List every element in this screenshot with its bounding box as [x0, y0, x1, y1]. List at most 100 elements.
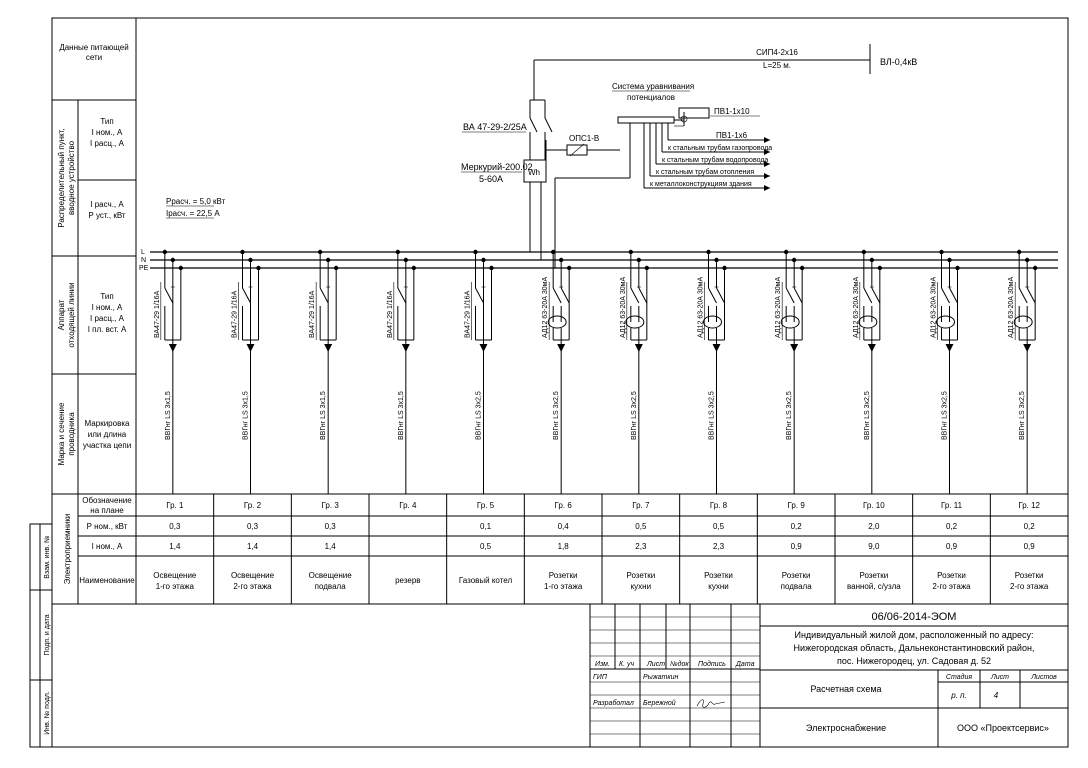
signature — [696, 699, 726, 708]
consumer-row-label: Обозначение — [82, 496, 132, 505]
left-table: Данные питающей сети Распределительный п… — [57, 43, 135, 585]
group-description: Освещение — [309, 571, 353, 580]
group-power: 0,4 — [558, 522, 570, 531]
outgoing-param-label: I пл. вст. А — [88, 325, 127, 334]
cable-label: ВВГнг LS 3х1,5 — [165, 391, 172, 440]
group-description: Розетки — [859, 571, 888, 580]
breaker-label: АД12 63-20А 30мА — [620, 277, 627, 338]
sheets-header: Листов — [1030, 674, 1057, 681]
input-param-label: I ном., А — [92, 128, 123, 137]
breaker-label: ВА47-29 1/16А — [232, 290, 239, 338]
group-description: кухни — [631, 582, 651, 591]
group-current: 0,9 — [791, 542, 803, 551]
pipe-lines: ПВ1-1х6 к стальным трубам газопровода к … — [643, 123, 772, 191]
bus-n-label: N — [141, 257, 146, 264]
group-designation: Гр. 5 — [477, 501, 495, 510]
replace-inv-label: Взам. инв. № — [44, 535, 51, 578]
cable-label: ВВГнг LS 3х2,5 — [1019, 391, 1026, 440]
tb-col-izm: Изм. — [595, 661, 610, 668]
rcd-transformer — [547, 315, 567, 329]
group-description: Розетки — [937, 571, 966, 580]
bus-l-label: L — [141, 249, 145, 256]
input-param-label: Р уст., кВт — [88, 211, 125, 220]
breaker-label: АД12 63-20А 30мА — [775, 277, 782, 338]
consumer-row-label: Наименование — [79, 576, 135, 585]
group-description: Розетки — [626, 571, 655, 580]
conductor-param-label: участка цепи — [83, 441, 131, 450]
rcd-transformer — [936, 315, 955, 329]
pipe-label: к стальным трубам отопления — [656, 168, 754, 176]
section-name: Электроснабжение — [806, 723, 886, 733]
group-description: 2-го этажа — [1010, 582, 1049, 591]
rcd-transformer — [703, 315, 722, 329]
breaker-label: АД12 63-20А 30мА — [931, 277, 938, 338]
conductor-param-label: или длина — [88, 430, 127, 439]
group-designation: Гр. 2 — [244, 501, 262, 510]
input-param-label: Тип — [100, 117, 113, 126]
cable-label: ВВГнг LS 3х2,5 — [476, 391, 483, 440]
cable-label: ВВГнг LS 3х2,5 — [942, 391, 949, 440]
bus-pe-label: PE — [139, 265, 149, 272]
group-description: ванной, с/узла — [847, 582, 901, 591]
cable-label: ВВГнг LS 3х2,5 — [709, 391, 716, 440]
stage-value: р. п. — [950, 691, 967, 700]
group-designation: Гр. 6 — [555, 501, 573, 510]
group-description: Освещение — [153, 571, 197, 580]
group-designation: Гр. 8 — [710, 501, 728, 510]
document-code: 06/06-2014-ЭОМ — [872, 611, 957, 623]
cable-label: ВВГнг LS 3х2,5 — [553, 391, 560, 440]
meter-box — [523, 159, 547, 183]
ground-icon — [680, 115, 688, 123]
input-param-label: I расц., А — [90, 139, 125, 148]
side-stamp: Взам. инв. № Подп. и дата Инв. № подл. — [29, 523, 53, 748]
conductor-group-label: Марка и сечение — [57, 402, 66, 465]
signature-date-label: Подп. и дата — [44, 614, 51, 655]
consumer-row-label: Р ном., кВт — [87, 522, 128, 531]
outgoing-param-label: I ном., А — [92, 303, 123, 312]
input-param-label: I расч., А — [90, 200, 124, 209]
supply-data-label: сети — [86, 53, 102, 62]
equipotential-title: Система уравнивания — [612, 82, 694, 91]
supply-data-label: Данные питающей — [59, 43, 128, 52]
group-designation: Гр. 3 — [322, 501, 340, 510]
group-designation: Гр. 4 — [399, 501, 417, 510]
breaker-label: АД12 63-20А 30мА — [542, 277, 549, 338]
input-section: ВЛ-0,4кВ СИП4-2х16 L=25 м. ВА 47-29-2/25… — [166, 44, 917, 268]
tb-col-sign: Подпись — [698, 660, 726, 668]
consumer-row-label: I ном., А — [92, 542, 123, 551]
input-device-group-label: вводное устройство — [67, 140, 76, 215]
group-description: 2-го этажа — [932, 582, 971, 591]
group-current: 2,3 — [635, 542, 647, 551]
cable-label: ВВГнг LS 3х2,5 — [786, 391, 793, 440]
group-power: 0,2 — [1024, 522, 1036, 531]
rcd-transformer — [858, 315, 878, 329]
group-description: подвала — [781, 582, 813, 591]
group-power: 0,2 — [791, 522, 803, 531]
group-designation: Гр. 1 — [166, 501, 184, 510]
group-power: 0,2 — [946, 522, 958, 531]
group-description: Розетки — [549, 571, 578, 580]
meter-symbol: Wh — [528, 168, 540, 177]
title-block: Изм. К. уч Лист №док Подпись Дата ГИП Ры… — [589, 603, 1069, 748]
conductor-param-label: Маркировка — [85, 419, 130, 428]
consumer-row-label: на плане — [90, 506, 124, 515]
consumers-group-label: Электроприемники — [63, 514, 72, 585]
group-description: 1-го этажа — [544, 582, 583, 591]
cable-label: ВВГнг LS 3х1,5 — [320, 391, 327, 440]
breaker-label: ВА47-29 1/16А — [465, 290, 472, 338]
group-description: Газовый котел — [459, 576, 513, 585]
breaker-label: АД12 63-20А 30мА — [1008, 277, 1015, 338]
group-description: 2-го этажа — [233, 582, 272, 591]
cable-label: ВВГнг LS 3х1,5 — [243, 391, 250, 440]
outgoing-device-group-label: Аппарат — [57, 299, 66, 330]
tb-person: Бережной — [643, 699, 676, 707]
